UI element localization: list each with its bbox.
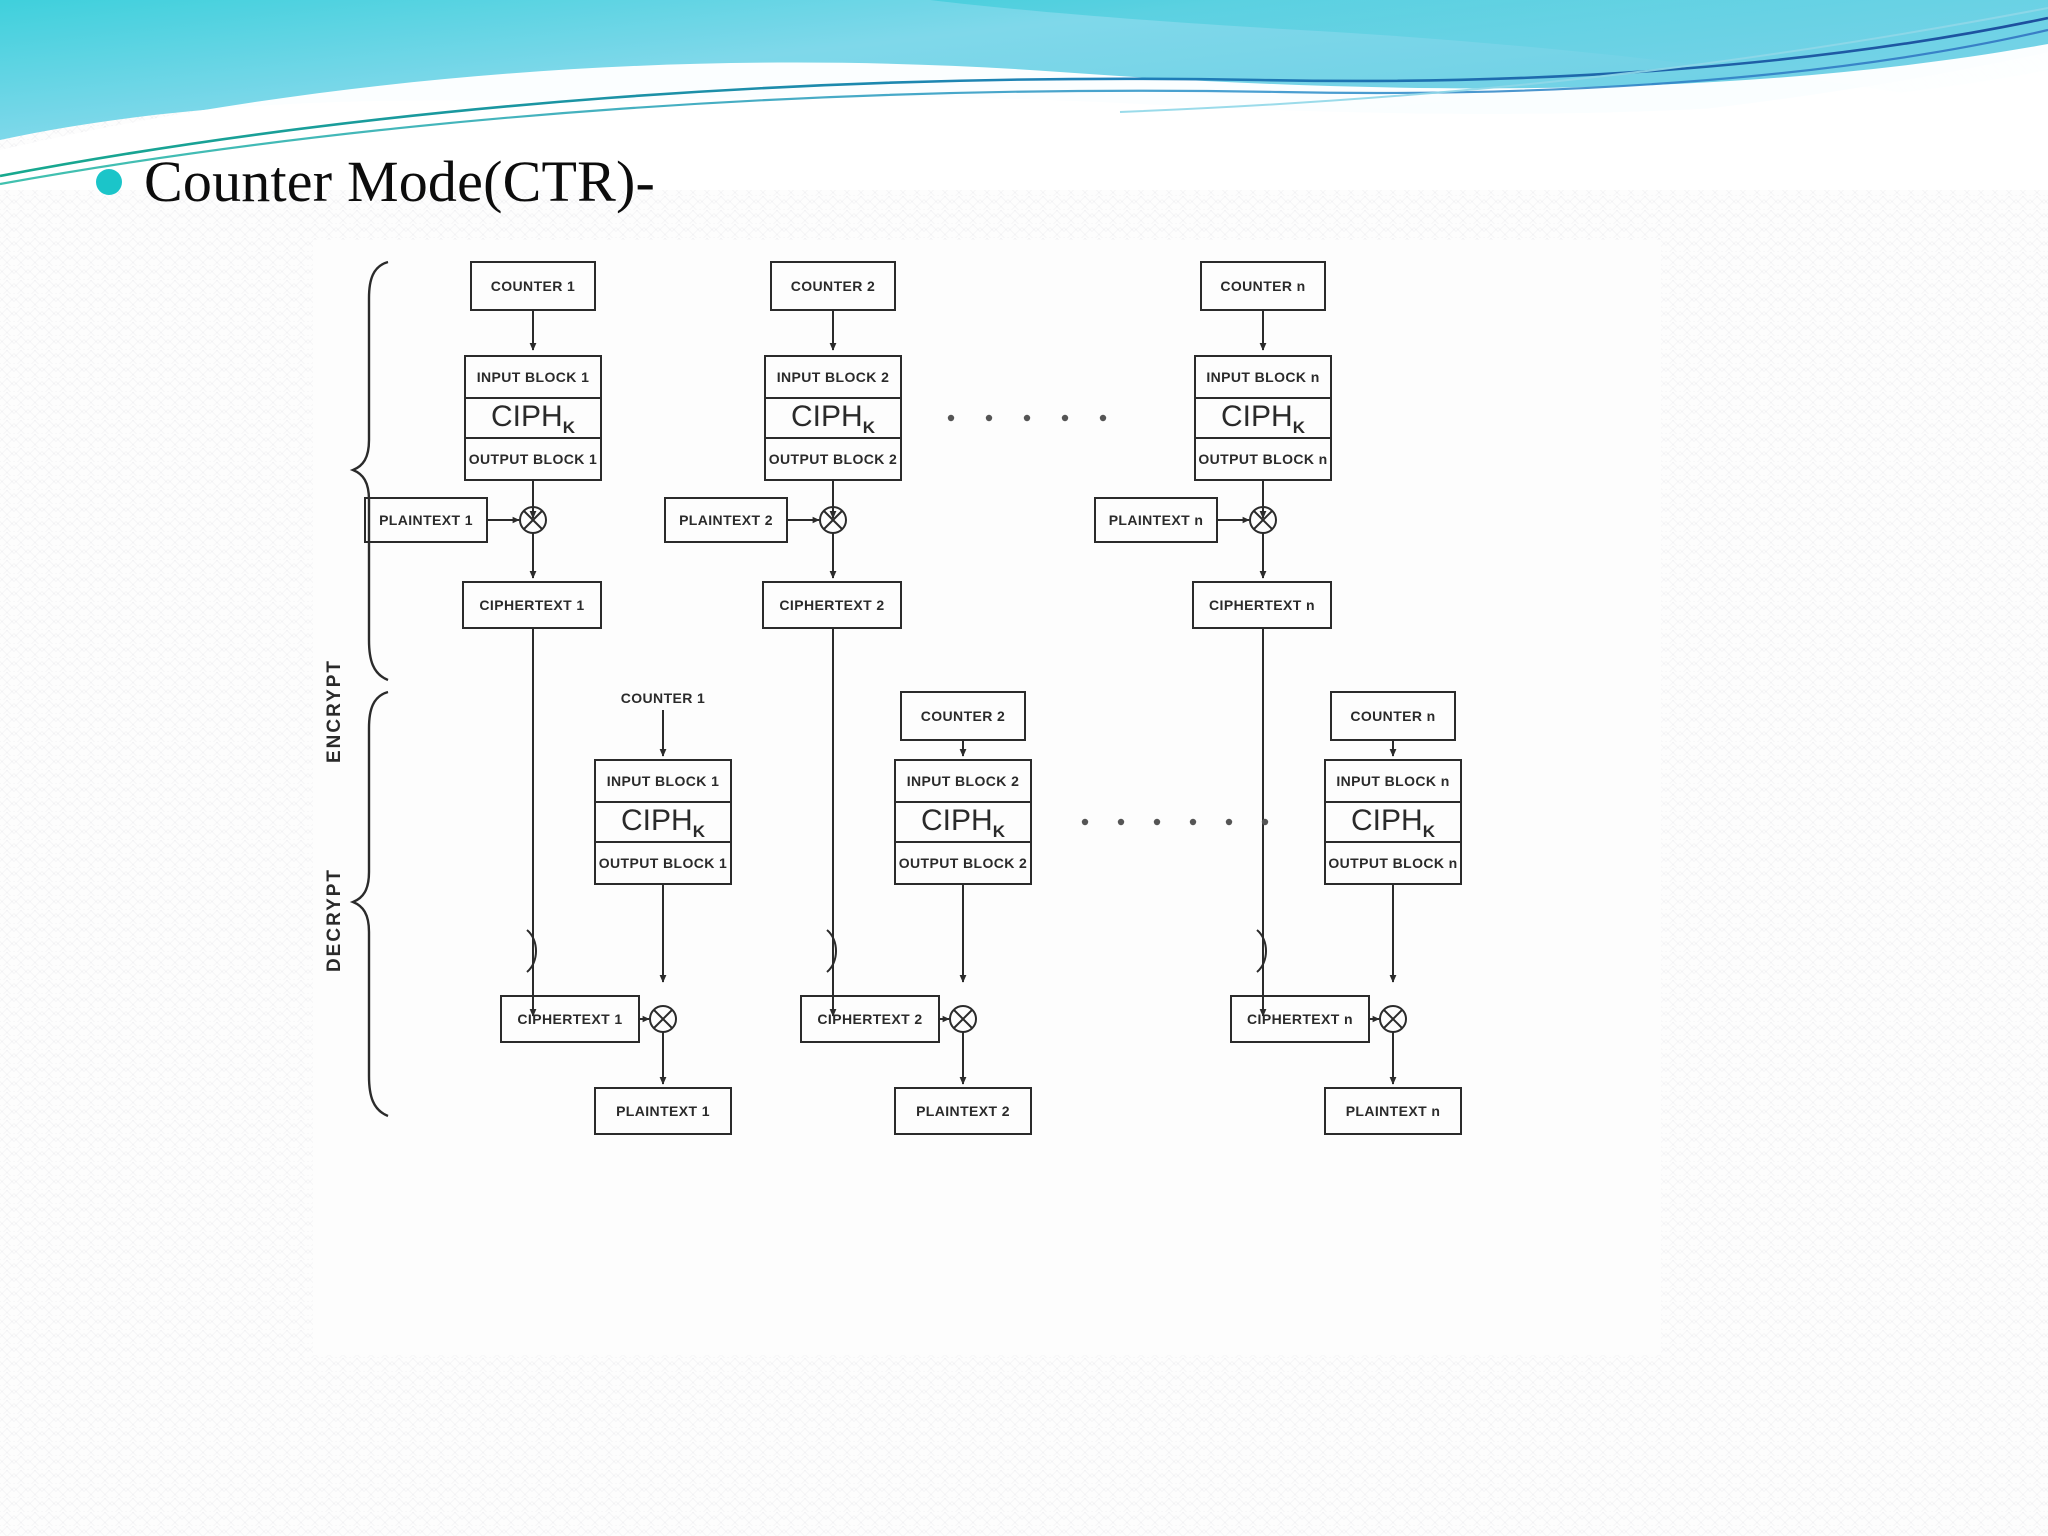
encrypt-input-block-n: INPUT BLOCK n (1206, 369, 1320, 385)
decrypt-ciphertext-2: CIPHERTEXT 2 (817, 1011, 923, 1027)
encrypt-ciphertext-1: CIPHERTEXT 1 (479, 597, 585, 613)
encrypt-ciphertext-2: CIPHERTEXT 2 (779, 597, 885, 613)
decrypt-cipher-1: CIPHK (621, 804, 705, 841)
encrypt-input-block-1: INPUT BLOCK 1 (476, 369, 590, 385)
decrypt-cipher-2: CIPHK (921, 804, 1005, 841)
encrypt-plaintext-n: PLAINTEXT n (1108, 512, 1204, 528)
page-title: Counter Mode(CTR)- (144, 149, 656, 214)
encrypt-plaintext-2: PLAINTEXT 2 (679, 512, 773, 528)
decrypt-plaintext-2: PLAINTEXT 2 (916, 1103, 1010, 1119)
encrypt-cipher-1: CIPHK (491, 400, 575, 437)
encrypt-plaintext-1: PLAINTEXT 1 (379, 512, 473, 528)
ctr-mode-diagram: ENCRYPT COUNTER 1 INPUT BLOCK 1 CIPHK OU… (313, 240, 1661, 1355)
decrypt-counter-1: COUNTER 1 (620, 690, 706, 706)
decrypt-counter-2: COUNTER 2 (920, 708, 1006, 724)
encrypt-output-block-n: OUTPUT BLOCK n (1198, 451, 1328, 467)
encrypt-ciphertext-n: CIPHERTEXT n (1209, 597, 1315, 613)
diagram-vector-layer (313, 240, 1661, 1355)
decrypt-section-label: DECRYPT (324, 867, 345, 973)
decrypt-input-block-2: INPUT BLOCK 2 (906, 773, 1020, 789)
encrypt-input-block-2: INPUT BLOCK 2 (776, 369, 890, 385)
encrypt-counter-1: COUNTER 1 (490, 278, 576, 294)
decrypt-output-block-2: OUTPUT BLOCK 2 (898, 855, 1028, 871)
decrypt-cipher-n: CIPHK (1351, 804, 1435, 841)
slide-title-row: Counter Mode(CTR)- (96, 148, 655, 215)
encrypt-output-block-2: OUTPUT BLOCK 2 (768, 451, 898, 467)
encrypt-cipher-2: CIPHK (791, 400, 875, 437)
decrypt-counter-n: COUNTER n (1350, 708, 1436, 724)
decrypt-output-block-1: OUTPUT BLOCK 1 (598, 855, 728, 871)
decrypt-output-block-n: OUTPUT BLOCK n (1328, 855, 1458, 871)
decrypt-plaintext-n: PLAINTEXT n (1345, 1103, 1441, 1119)
encrypt-output-block-1: OUTPUT BLOCK 1 (468, 451, 598, 467)
decrypt-ciphertext-1: CIPHERTEXT 1 (517, 1011, 623, 1027)
decrypt-input-block-1: INPUT BLOCK 1 (606, 773, 720, 789)
encrypt-cipher-n: CIPHK (1221, 400, 1305, 437)
encrypt-section-label: ENCRYPT (324, 658, 345, 764)
decrypt-ciphertext-n: CIPHERTEXT n (1247, 1011, 1353, 1027)
encrypt-counter-n: COUNTER n (1220, 278, 1306, 294)
encrypt-counter-2: COUNTER 2 (790, 278, 876, 294)
bullet-icon (96, 168, 122, 195)
decrypt-input-block-n: INPUT BLOCK n (1336, 773, 1450, 789)
decrypt-plaintext-1: PLAINTEXT 1 (616, 1103, 710, 1119)
